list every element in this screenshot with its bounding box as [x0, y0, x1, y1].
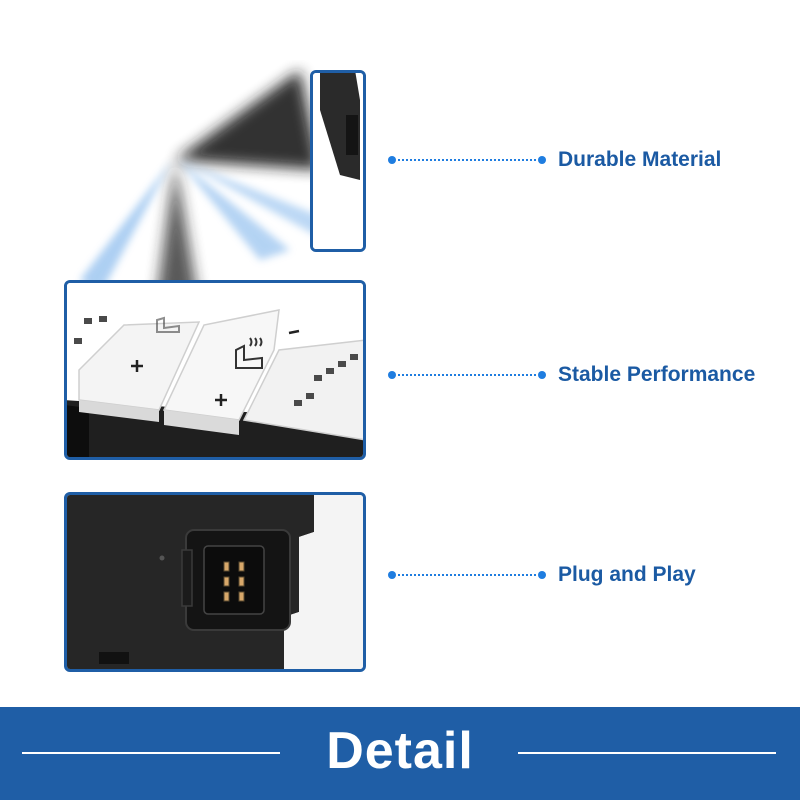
heated-seat-icon: [156, 316, 180, 333]
plus-icon: [215, 394, 227, 406]
dotted-leader-line: [398, 374, 536, 376]
dotted-leader-line: [398, 574, 536, 576]
detail-panel-top: [310, 70, 366, 252]
callout-dot: [388, 571, 396, 579]
switch-edge-image: [313, 73, 363, 249]
connector-image: [67, 495, 363, 669]
plus-icon: [131, 360, 143, 372]
banner-rule-right: [518, 752, 776, 754]
detail-banner: Detail: [0, 707, 800, 800]
callout-dot: [388, 371, 396, 379]
zoom-ray-graphic: [80, 70, 330, 310]
heated-seat-icon: [235, 337, 263, 369]
feature-label-plug: Plug and Play: [558, 563, 696, 586]
feature-row-stable: Stable Performance: [388, 360, 755, 390]
feature-row-plug: Plug and Play: [388, 560, 696, 590]
callout-dot: [538, 571, 546, 579]
callout-dot: [538, 156, 546, 164]
dotted-leader-line: [398, 159, 536, 161]
feature-label-stable: Stable Performance: [558, 363, 756, 386]
callout-dot: [388, 156, 396, 164]
feature-label-durable: Durable Material: [558, 148, 722, 171]
detail-panel-middle: [64, 280, 366, 460]
minus-icon: [288, 329, 300, 335]
banner-title: Detail: [326, 722, 474, 780]
heated-seat-switch-image: [67, 283, 363, 457]
banner-rule-left: [22, 752, 280, 754]
detail-panel-bottom: [64, 492, 366, 672]
callout-dot: [538, 371, 546, 379]
feature-row-durable: Durable Material: [388, 145, 721, 175]
